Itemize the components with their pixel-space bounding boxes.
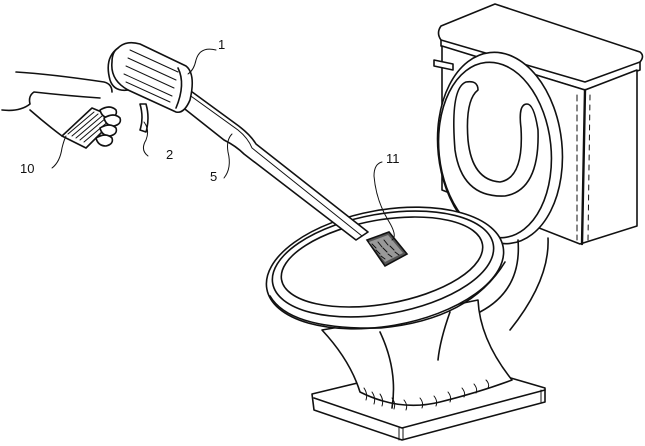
- cleaning-pad: [365, 231, 409, 268]
- tool-handle-housing: [107, 41, 194, 114]
- tool-shaft: [175, 85, 369, 241]
- label-handle-housing: 1: [218, 37, 226, 52]
- leader-lines: [51, 48, 395, 241]
- label-cleaning-pad: 11: [386, 151, 400, 166]
- toilet-bowl: [265, 206, 506, 330]
- toilet-seat-raised: [436, 51, 564, 245]
- label-shaft: 5: [210, 169, 218, 184]
- label-refill-cartridge: 10: [20, 161, 35, 176]
- hand-holding-tool: [1, 71, 122, 149]
- label-trigger: 2: [166, 147, 174, 162]
